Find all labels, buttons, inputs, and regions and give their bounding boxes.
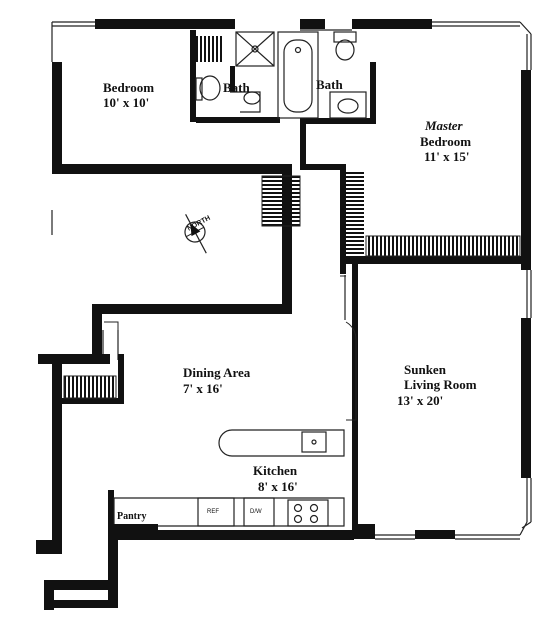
living-room-size: 13' x 20' [397,393,444,408]
north-compass: NORTH [184,214,212,254]
dishwasher-label: D/W [250,509,262,515]
kitchen-label: Kitchen [253,463,298,478]
living-room-label-2: Living Room [404,377,477,392]
window-lines [51,21,532,540]
master-bedroom-label-1: Master [425,118,463,133]
dining-area-size: 7' x 16' [183,381,223,396]
closets [64,36,520,398]
bath-label-2: Bath [316,77,343,92]
walls [36,19,531,610]
dining-area-label: Dining Area [183,365,251,380]
living-room-label-1: Sunken [404,362,446,377]
master-bedroom-label-2: Bedroom [420,134,472,149]
door-swings [104,275,357,421]
refrigerator-label: REF [207,509,219,515]
bath-label-1: Bath [223,80,250,95]
bedroom-size: 10' x 10' [103,95,150,110]
kitchen-size: 8' x 16' [258,479,298,494]
bath-fixtures [195,29,367,119]
master-bedroom-size: 11' x 15' [424,149,470,164]
kitchen-fixtures [113,429,345,527]
pantry-label: Pantry [117,511,147,522]
bedroom-label: Bedroom [103,80,155,95]
closet-outlines [63,175,521,399]
